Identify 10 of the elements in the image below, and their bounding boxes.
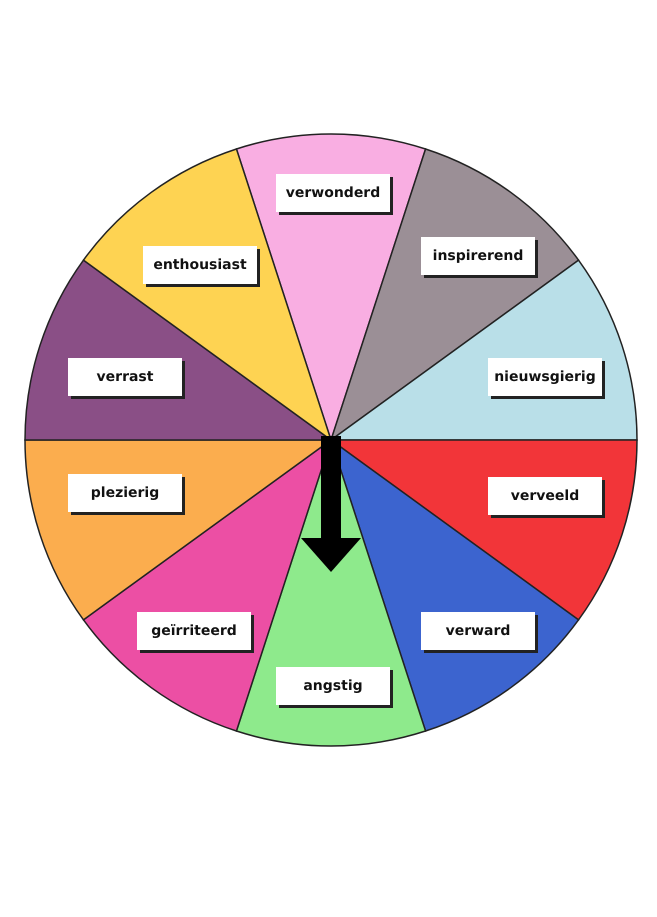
- segment-label: verwonderd: [276, 174, 390, 212]
- segment-label: plezierig: [68, 474, 182, 512]
- segment-label: inspirerend: [421, 237, 535, 275]
- segment-label: verveeld: [488, 477, 602, 515]
- segment-label: geïrriteerd: [137, 612, 251, 650]
- segment-label: verrast: [68, 358, 182, 396]
- segment-label: angstig: [276, 667, 390, 705]
- segment-label: verward: [421, 612, 535, 650]
- segment-label: enthousiast: [143, 246, 257, 284]
- segment-label: nieuwsgierig: [488, 358, 602, 396]
